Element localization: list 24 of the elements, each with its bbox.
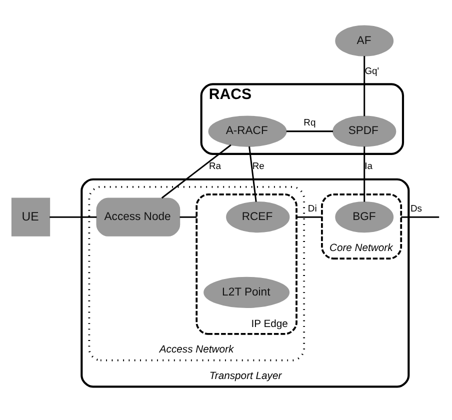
node-ellipse: BGF [335, 202, 394, 233]
edge-label: Re [252, 160, 264, 172]
connector [161, 144, 232, 199]
node-ellipse: A-RACF [208, 116, 287, 147]
node-ellipse: L2T Point [204, 276, 290, 308]
connector [286, 130, 333, 132]
node-ellipse: RCEF [226, 202, 290, 233]
edge-label: Ia [364, 160, 373, 172]
node-ellipse: SPDF [332, 116, 396, 147]
node-ellipse: AF [335, 25, 394, 56]
connector [364, 56, 366, 116]
connector [180, 216, 197, 218]
edge-label: Rq [304, 116, 316, 128]
edge-label: Ds [410, 202, 422, 214]
connector [296, 216, 322, 218]
edge-label: Di [308, 202, 317, 214]
node-box: Access Node [96, 198, 180, 236]
connector [364, 146, 366, 202]
node-box: UE [11, 198, 50, 236]
edge-label: Ra [208, 160, 222, 172]
connector [50, 216, 97, 218]
edge-label: Gq' [364, 64, 380, 76]
connector [248, 146, 257, 202]
connector [401, 216, 440, 218]
